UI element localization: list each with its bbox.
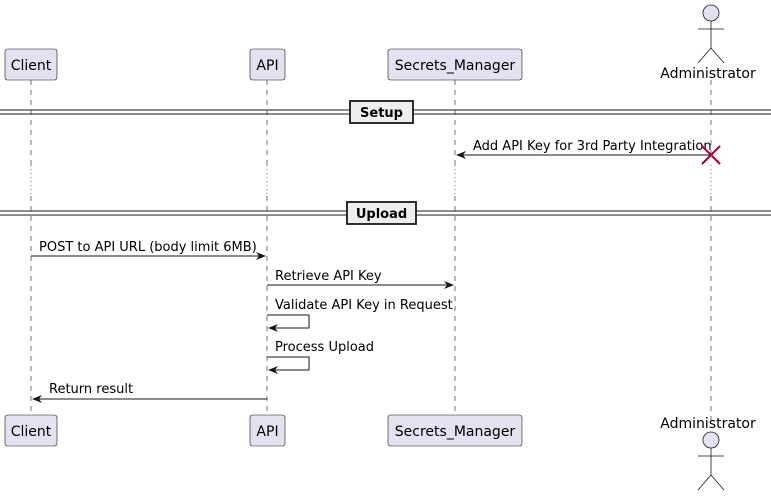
message-process-label: Process Upload	[275, 340, 374, 355]
message-validate: Validate API Key in Request	[267, 298, 453, 332]
section-setup-label: Setup	[360, 106, 403, 121]
participant-secrets-bottom: Secrets_Manager	[387, 414, 523, 447]
participant-api-top: API	[249, 48, 286, 81]
participant-secrets-top: Secrets_Manager	[387, 48, 523, 81]
actor-icon	[697, 431, 725, 491]
message-post: POST to API URL (body limit 6MB)	[31, 240, 266, 260]
message-post-label: POST to API URL (body limit 6MB)	[39, 240, 257, 255]
section-upload-label: Upload	[356, 207, 407, 222]
message-return: Return result	[32, 382, 267, 403]
participant-client-bottom-label: Client	[11, 424, 52, 440]
participant-api-bottom: API	[249, 414, 286, 447]
participant-client-top: Client	[4, 48, 58, 81]
participant-admin-bottom-label: Administrator	[660, 416, 756, 432]
participant-api-label: API	[256, 58, 278, 74]
actor-icon	[697, 4, 725, 64]
participant-api-bottom-label: API	[256, 424, 278, 440]
message-add-key-label: Add API Key for 3rd Party Integration	[473, 139, 712, 154]
message-retrieve: Retrieve API Key	[267, 269, 454, 289]
participant-admin-label: Administrator	[660, 66, 756, 82]
destroy-icon	[701, 145, 721, 165]
participant-secrets-label: Secrets_Manager	[395, 58, 516, 74]
lifelines	[30, 80, 712, 420]
message-validate-label: Validate API Key in Request	[275, 298, 453, 313]
participant-client-label: Client	[11, 58, 52, 74]
actor-admin-bottom: Administrator	[660, 416, 756, 491]
message-retrieve-label: Retrieve API Key	[275, 269, 382, 284]
message-add-key: Add API Key for 3rd Party Integration	[456, 139, 721, 165]
section-setup: Setup	[0, 100, 771, 124]
message-process: Process Upload	[267, 340, 374, 374]
participant-client-bottom: Client	[4, 414, 58, 447]
section-upload: Upload	[0, 201, 771, 225]
lifeline-gaps	[30, 165, 712, 196]
actor-admin-top: Administrator	[660, 4, 756, 82]
participant-secrets-bottom-label: Secrets_Manager	[395, 424, 516, 440]
message-return-label: Return result	[49, 382, 133, 397]
